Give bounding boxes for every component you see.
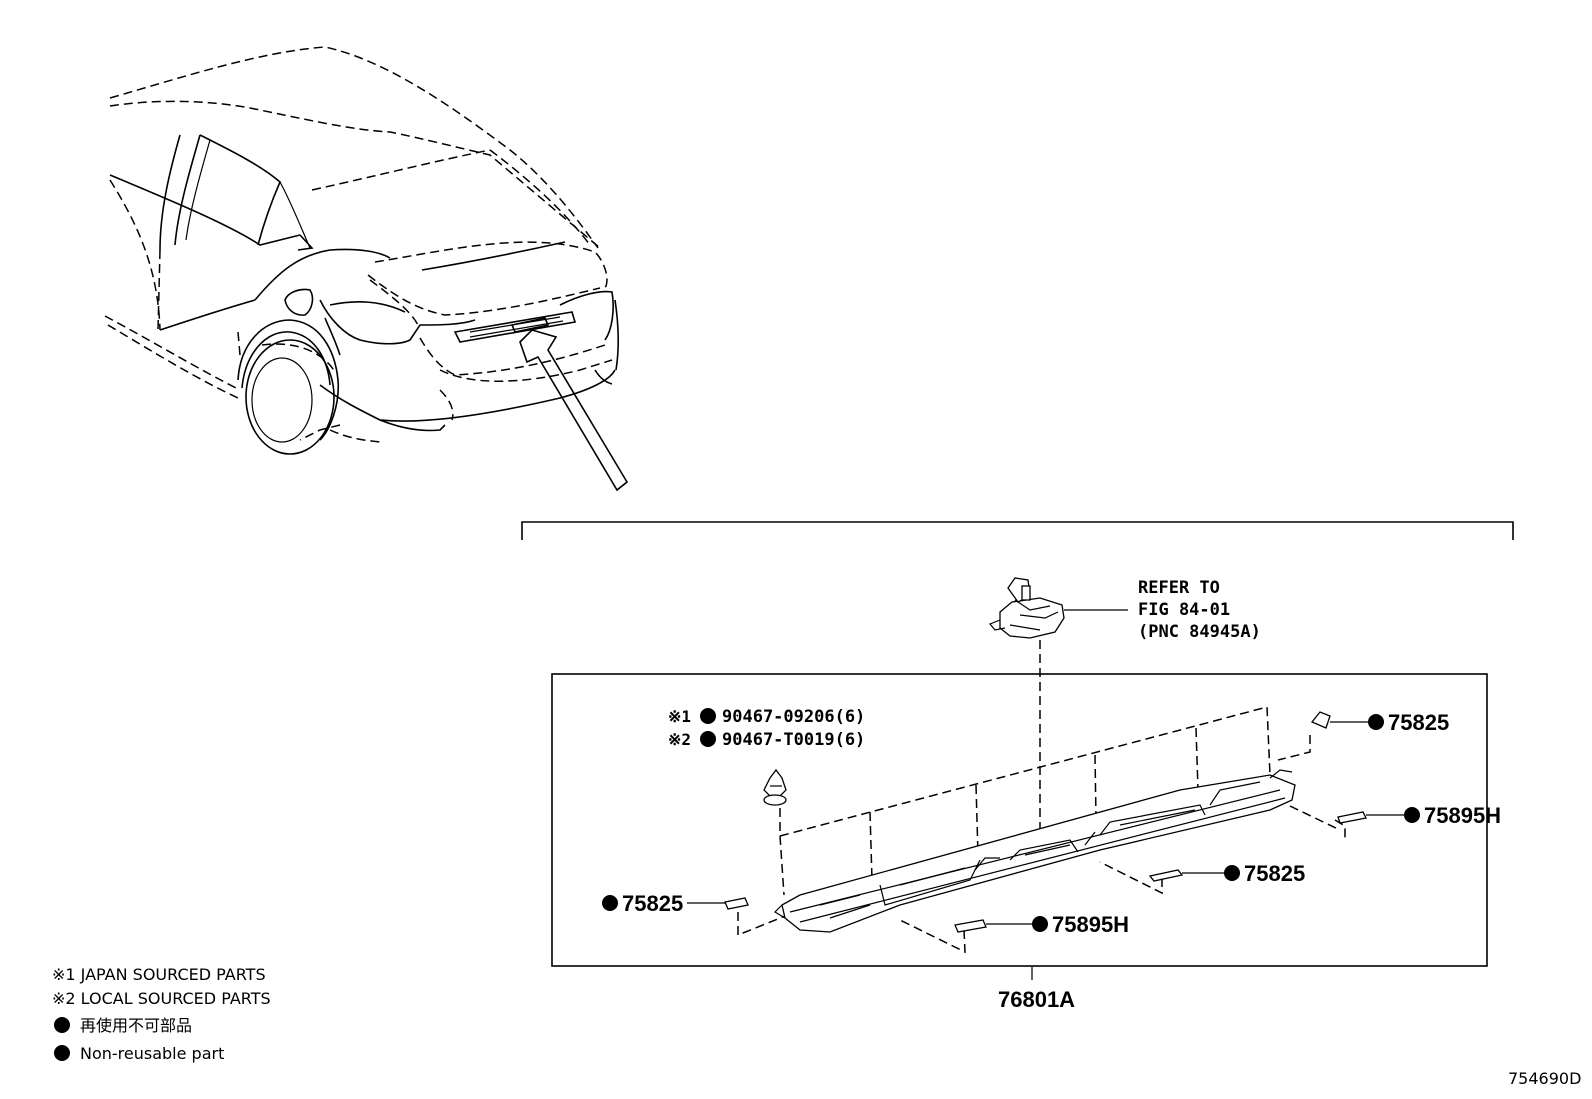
non-reusable-dot-pad-bottom [1032, 916, 1048, 932]
clip-fastener-icon [763, 768, 787, 806]
legend-note-1: ※1 JAPAN SOURCED PARTS [52, 965, 266, 984]
fastener-note-mark-1: ※1 [668, 707, 691, 726]
clip-75825-mid-right-icon [1148, 869, 1184, 882]
non-reusable-dot-clip-mid-right [1224, 865, 1240, 881]
pad-75895h-right-icon [1337, 811, 1367, 824]
callout-clip-top-right: 75825 [1388, 710, 1449, 735]
callout-clip-left: 75825 [622, 891, 683, 916]
pad-75895h-bottom-icon [954, 919, 987, 933]
non-reusable-dot-pad-right [1404, 807, 1420, 823]
license-garnish-bracket [774, 769, 1296, 933]
callout-pad-bottom: 75895H [1052, 912, 1129, 937]
legend-note-2: ※2 LOCAL SOURCED PARTS [52, 989, 271, 1008]
fastener-part-number-2: 90467-T0019(6) [722, 730, 865, 750]
non-reusable-dot-clip-top-right [1368, 714, 1384, 730]
vehicle-rear-illustration [104, 46, 620, 455]
refer-note-line1: REFER TO [1138, 578, 1220, 598]
legend-dot-en [54, 1045, 70, 1061]
callout-clip-mid-right: 75825 [1244, 861, 1305, 886]
refer-note-line3: (PNC 84945A) [1138, 622, 1261, 642]
exploded-view-dashed-lines [737, 706, 1346, 954]
assembly-part-number: 76801A [998, 987, 1075, 1012]
section-bracket [521, 521, 1514, 540]
legend-non-reusable-jp: 再使用不可部品 [80, 1016, 192, 1035]
clip-75825-top-right-icon [1310, 711, 1331, 729]
fastener-note-mark-2: ※2 [668, 730, 691, 749]
assembly-box [551, 673, 1488, 967]
refer-note-line2: FIG 84-01 [1138, 600, 1230, 620]
legend-dot-jp [54, 1017, 70, 1033]
non-reusable-dot-fastener-2 [700, 731, 716, 747]
location-arrow [519, 329, 629, 492]
camera-assembly-icon [989, 577, 1065, 639]
non-reusable-dot-fastener-1 [700, 708, 716, 724]
fastener-part-number-1: 90467-09206(6) [722, 707, 865, 727]
non-reusable-dot-clip-left [602, 895, 618, 911]
figure-code: 754690D [1508, 1069, 1581, 1088]
callout-pad-right: 75895H [1424, 803, 1501, 828]
callout-leaders [687, 721, 1404, 980]
legend-non-reusable-en: Non-reusable part [80, 1044, 224, 1063]
clip-75825-left-icon [724, 897, 749, 910]
